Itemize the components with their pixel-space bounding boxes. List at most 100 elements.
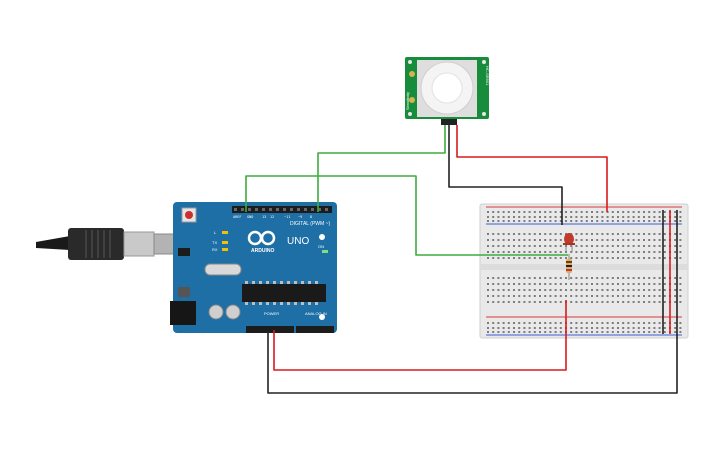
- breadboard-hole: [487, 220, 489, 222]
- breadboard-hole: [648, 216, 651, 218]
- usb-plug-metal: [123, 231, 155, 257]
- breadboard-hole: [539, 322, 541, 324]
- breadboard-hole: [523, 327, 526, 329]
- breadboard-hole: [502, 327, 505, 329]
- breadboard-hole: [606, 283, 609, 285]
- breadboard-hole: [513, 327, 515, 329]
- breadboard-hole: [559, 220, 562, 222]
- breadboard-hole: [513, 289, 515, 291]
- breadboard-hole: [570, 245, 573, 247]
- breadboard-hole: [492, 245, 495, 247]
- breadboard-hole: [575, 239, 578, 241]
- breadboard-hole: [554, 220, 557, 222]
- breadboard-hole: [580, 220, 583, 222]
- breadboard-hole: [632, 301, 635, 303]
- breadboard-hole: [679, 233, 682, 235]
- breadboard-hole: [554, 239, 557, 241]
- breadboard-hole: [596, 331, 599, 333]
- breadboard-hole: [611, 289, 614, 291]
- breadboard-hole: [565, 289, 567, 291]
- breadboard-hole: [575, 245, 578, 247]
- breadboard-hole: [513, 331, 515, 333]
- breadboard-hole: [528, 216, 531, 218]
- breadboard-hole: [523, 331, 526, 333]
- breadboard-hole: [570, 322, 573, 324]
- breadboard-hole: [507, 277, 510, 279]
- breadboard-hole: [528, 233, 531, 235]
- breadboard-hole: [492, 289, 495, 291]
- breadboard-hole: [637, 245, 640, 247]
- breadboard-hole: [611, 239, 614, 241]
- breadboard-hole: [507, 289, 510, 291]
- breadboard-hole: [575, 327, 578, 329]
- breadboard-hole: [653, 216, 656, 218]
- breadboard-hole: [679, 322, 682, 324]
- breadboard-hole: [497, 251, 500, 253]
- mount-hole: [319, 314, 325, 320]
- breadboard-hole: [663, 257, 666, 259]
- on-led: [322, 250, 328, 253]
- l-led: [222, 231, 228, 234]
- breadboard-hole: [601, 220, 604, 222]
- breadboard-hole: [544, 216, 547, 218]
- breadboard-hole: [611, 233, 614, 235]
- breadboard-hole: [539, 245, 541, 247]
- breadboard-hole: [528, 239, 531, 241]
- breadboard-hole: [648, 295, 651, 297]
- breadboard-hole: [580, 245, 583, 247]
- breadboard-hole: [653, 322, 656, 324]
- breadboard-hole: [492, 257, 495, 259]
- breadboard-hole: [643, 245, 645, 247]
- breadboard-hole: [533, 331, 536, 333]
- microcontroller-chip: [242, 284, 326, 302]
- breadboard-hole: [617, 220, 619, 222]
- breadboard-hole: [497, 301, 500, 303]
- breadboard-hole: [528, 245, 531, 247]
- breadboard-hole: [627, 233, 630, 235]
- breadboard-hole: [528, 211, 531, 213]
- power-label: POWER: [264, 311, 279, 316]
- breadboard-hole: [622, 220, 625, 222]
- breadboard-hole: [549, 283, 552, 285]
- pir-pin-header: [441, 119, 457, 125]
- breadboard-hole: [539, 239, 541, 241]
- breadboard-hole: [528, 301, 531, 303]
- breadboard-hole: [518, 239, 521, 241]
- breadboard-hole: [502, 277, 505, 279]
- breadboard-hole: [559, 322, 562, 324]
- breadboard-hole: [523, 220, 526, 222]
- breadboard-hole: [658, 216, 661, 218]
- breadboard-hole: [523, 322, 526, 324]
- breadboard-hole: [554, 331, 557, 333]
- rx-label: RX: [212, 247, 218, 252]
- breadboard-hole: [487, 331, 489, 333]
- breadboard-hole: [653, 220, 656, 222]
- breadboard-hole: [632, 327, 635, 329]
- breadboard-hole: [658, 301, 661, 303]
- breadboard-hole: [606, 216, 609, 218]
- breadboard-hole: [617, 239, 619, 241]
- breadboard-hole: [617, 289, 619, 291]
- pir-label-left: Sensitivity: [405, 92, 410, 110]
- breadboard-hole: [643, 322, 645, 324]
- breadboard-hole: [679, 239, 682, 241]
- breadboard-hole: [585, 322, 588, 324]
- breadboard-hole: [580, 295, 583, 297]
- breadboard-hole: [580, 257, 583, 259]
- breadboard-hole: [554, 295, 557, 297]
- breadboard-hole: [492, 220, 495, 222]
- breadboard-hole: [611, 327, 614, 329]
- wire-5v: [273, 300, 567, 371]
- breadboard-hole: [570, 327, 573, 329]
- breadboard-hole: [544, 322, 547, 324]
- breadboard-hole: [528, 277, 531, 279]
- breadboard-hole: [643, 233, 645, 235]
- breadboard-hole: [596, 301, 599, 303]
- breadboard-hole: [674, 289, 677, 291]
- breadboard-hole: [497, 239, 500, 241]
- breadboard-hole: [617, 233, 619, 235]
- model-label: UNO: [287, 236, 309, 247]
- breadboard-hole: [591, 295, 593, 297]
- breadboard-hole: [591, 301, 593, 303]
- breadboard-hole: [513, 211, 515, 213]
